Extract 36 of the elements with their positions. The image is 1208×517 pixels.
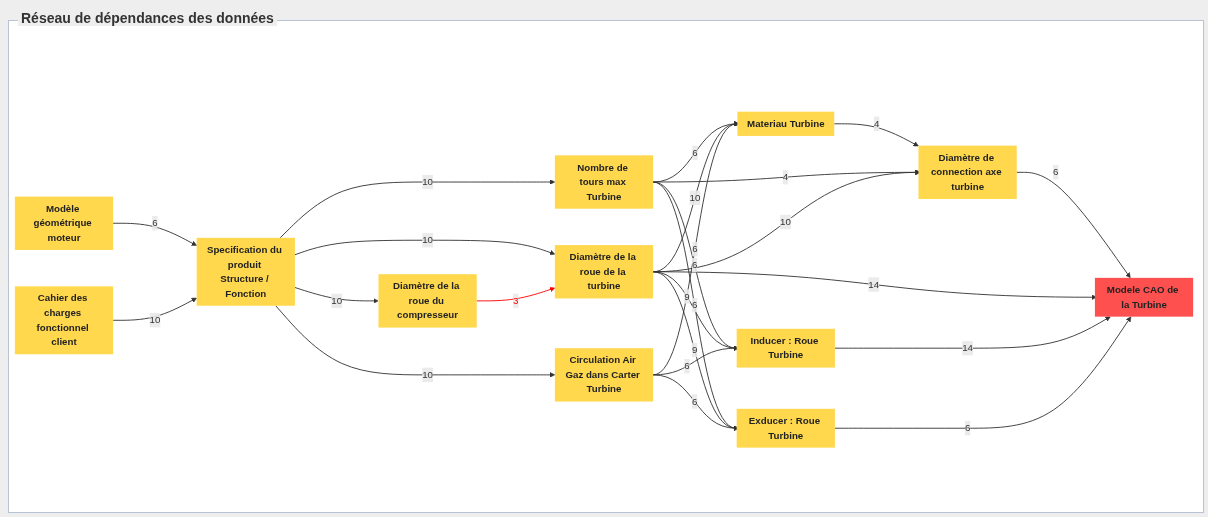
- edge-label: 6: [691, 297, 698, 313]
- edge-label: 6: [1053, 164, 1059, 180]
- process-box: Circulation Air Gaz dans Carter Turbine: [554, 347, 654, 402]
- edge-label: 10: [149, 312, 161, 328]
- edge-label: 4: [782, 169, 789, 185]
- process-box: Diamètre de la roue de la turbine: [554, 244, 654, 299]
- edge-label: 10: [422, 232, 433, 248]
- panel-title: Réseau de dépendances des données: [18, 10, 277, 26]
- edge-label: 6: [692, 145, 698, 160]
- edge-label: 6: [684, 358, 690, 374]
- edge-label: 10: [689, 190, 701, 205]
- process-box: Diamètre de connection axe turbine: [918, 145, 1017, 199]
- edge-label: 10: [780, 214, 791, 229]
- edge-label: 6: [691, 257, 698, 272]
- edge-label: 9: [684, 288, 690, 304]
- process-box: Modèle géométrique moteur: [14, 196, 114, 250]
- edge-label: 10: [422, 367, 433, 382]
- process-box: Nombre de tours max Turbine: [554, 154, 654, 209]
- process-box: Specification du produit Structure / Fonction: [196, 237, 295, 306]
- process-box: Diamètre de la roue du compresseur: [378, 273, 477, 328]
- edge-label: 9: [691, 342, 698, 357]
- output-box: Modele CAO de la Turbine: [1094, 277, 1194, 317]
- process-box: Inducer : Roue Turbine: [736, 328, 835, 368]
- edge-label: 14: [868, 276, 880, 292]
- edge-label: 6: [964, 420, 971, 436]
- process-box: Exducer : Roue Turbine: [736, 408, 835, 448]
- edge-label: 4: [874, 116, 880, 131]
- edge-label: 14: [962, 340, 973, 356]
- edge-label: 3: [513, 293, 519, 308]
- edge-label: 6: [152, 215, 158, 231]
- edge-label: 6: [692, 241, 698, 257]
- process-box: Materiau Turbine: [737, 111, 835, 136]
- edge-label: 10: [331, 293, 343, 308]
- edge-label: 6: [691, 393, 698, 409]
- process-box: Cahier des charges fonctionnel client: [14, 285, 114, 354]
- edge-label: 10: [422, 174, 433, 189]
